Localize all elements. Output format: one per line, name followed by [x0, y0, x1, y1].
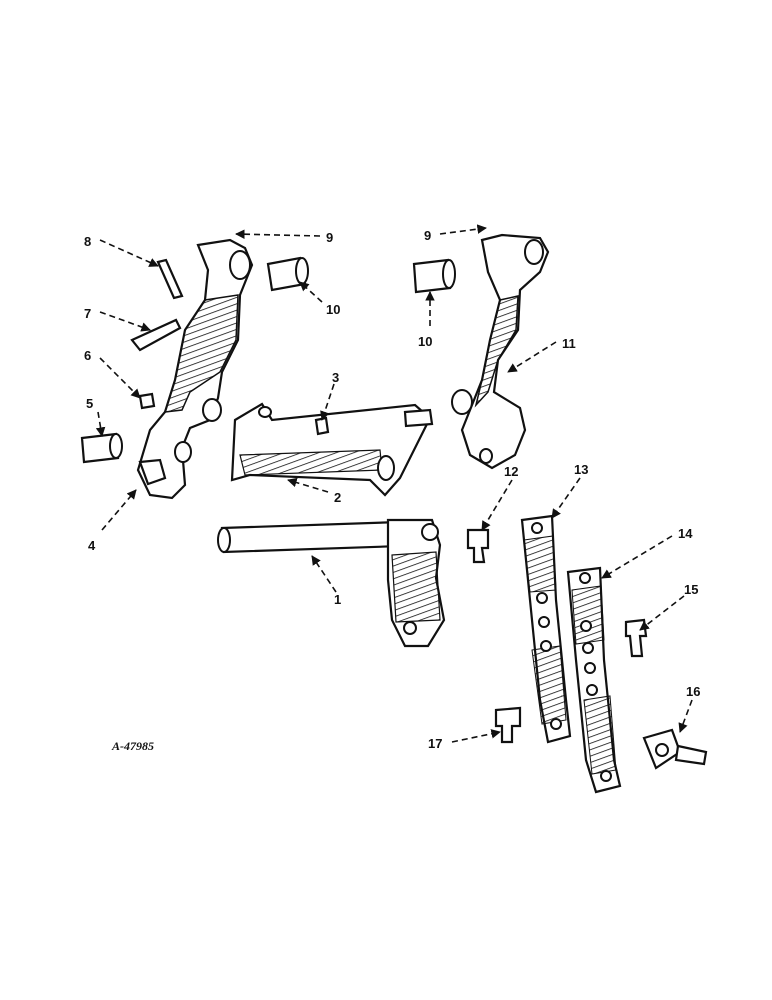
part-12-pin — [466, 528, 490, 564]
callout-10-right: 10 — [418, 334, 432, 349]
callout-11: 11 — [562, 336, 576, 351]
part-7-clip — [130, 318, 182, 352]
part-6-nut — [138, 392, 156, 410]
figure-reference: A-47985 — [111, 739, 154, 753]
leader-5 — [95, 411, 106, 437]
callout-5: 5 — [86, 396, 93, 411]
leader-9-left — [235, 229, 321, 240]
callout-6: 6 — [84, 348, 91, 363]
part-15-pin — [624, 618, 648, 658]
callout-15: 15 — [684, 582, 698, 597]
leader-10-left — [299, 281, 323, 303]
callout-12: 12 — [504, 464, 518, 479]
leader-17 — [451, 729, 501, 743]
leader-11 — [507, 341, 557, 373]
leader-13 — [551, 477, 581, 519]
callout-2: 2 — [334, 490, 341, 505]
leader-15 — [639, 595, 685, 631]
callout-4: 4 — [88, 538, 96, 553]
part-16-eye-bolt — [642, 728, 708, 770]
leader-3 — [320, 383, 335, 421]
leader-9-right — [439, 224, 487, 235]
leader-7 — [99, 311, 151, 332]
callout-16: 16 — [686, 684, 700, 699]
callout-7: 7 — [84, 306, 91, 321]
callout-1: 1 — [334, 592, 341, 607]
part-1-shaft-arm — [217, 518, 446, 648]
leader-6 — [99, 357, 141, 399]
leader-lines — [95, 224, 693, 743]
leader-4 — [101, 489, 137, 531]
part-8-pin — [156, 258, 184, 300]
part-2-cross-tube — [230, 402, 434, 497]
callout-9-right: 9 — [424, 228, 431, 243]
callout-10-left: 10 — [326, 302, 340, 317]
callout-17: 17 — [428, 736, 442, 751]
part-14-strap — [566, 566, 622, 794]
leader-12 — [481, 479, 513, 531]
callout-3: 3 — [332, 370, 339, 385]
part-17-pin — [494, 706, 522, 744]
part-13-strap — [520, 514, 572, 744]
leader-2 — [287, 477, 329, 493]
callout-14: 14 — [678, 526, 693, 541]
part-11-right-bracket — [451, 233, 550, 470]
part-10-bushing-right — [412, 258, 456, 294]
callout-8: 8 — [84, 234, 91, 249]
part-10-bushing-left — [266, 256, 309, 292]
leader-1 — [311, 555, 337, 593]
part-5-bushing — [80, 432, 123, 464]
leader-8 — [99, 239, 159, 267]
part-3-bolt — [314, 416, 330, 436]
leader-16 — [678, 699, 693, 733]
callout-labels: 8 7 6 5 4 9 10 9 10 11 3 2 1 12 13 14 15… — [84, 228, 700, 751]
left-bracket — [136, 238, 254, 500]
callout-13: 13 — [574, 462, 588, 477]
leader-14 — [601, 535, 673, 579]
callout-9-left: 9 — [326, 230, 333, 245]
